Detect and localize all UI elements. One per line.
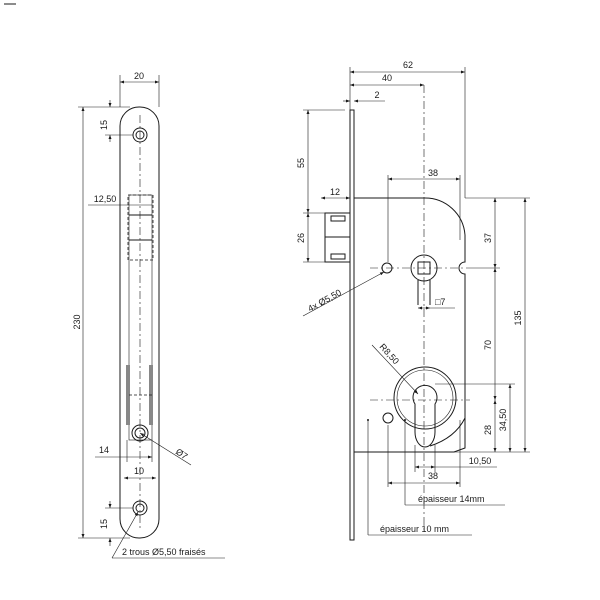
screw-hole: [382, 412, 394, 424]
dim-backset: 40: [382, 73, 392, 83]
dim-cyl-width: 10,50: [469, 456, 492, 466]
thickness-14-label: épaisseur 14mm: [418, 494, 485, 504]
dim-spindle: □7: [435, 297, 445, 307]
dim-screw-spacing-bottom: 38: [428, 471, 438, 481]
dim-latch-width: 12,50: [94, 194, 117, 204]
latch-outline: [127, 194, 154, 261]
bolt-hole: [131, 424, 149, 442]
dim-center-distance: 70: [483, 340, 493, 350]
dim-bottom-hole: 15: [99, 519, 109, 529]
dim-slot-width: 14: [99, 445, 109, 455]
dim-total-height: 135: [513, 310, 523, 325]
bolt-side: [126, 365, 130, 425]
dim-radius: R8,50: [378, 342, 402, 367]
screw-hole: [381, 262, 393, 274]
faceplate-side: [349, 109, 355, 541]
holes-note: 2 trous Ø5,50 fraisés: [122, 547, 206, 557]
dim-latch-offset: 55: [296, 158, 306, 168]
dim-screw-holes: 4x Ø5,50: [306, 287, 343, 313]
case-body: [354, 197, 466, 453]
dim-width: 20: [134, 71, 144, 81]
side-view: 62 40 2 55 26 12 38 37 70 28 34,50 135 □…: [296, 60, 530, 541]
spindle-hub: [410, 254, 438, 282]
faceplate-front: [119, 106, 160, 539]
dim-total-depth: 62: [403, 60, 413, 70]
dim-faceplate: 2: [374, 90, 379, 100]
thickness-10-label: épaisseur 10 mm: [380, 524, 449, 534]
front-view: 20 230 15 15 12,50 14 10 Ø7 2 trous Ø5,5…: [72, 71, 225, 559]
dim-latch-height: 26: [296, 233, 306, 243]
cylinder-rosette: [393, 366, 457, 430]
spindle-square: [417, 261, 431, 275]
dim-screw-spacing-top: 38: [428, 168, 438, 178]
dim-hole-dia: Ø7: [174, 446, 190, 461]
dim-top-hole: 15: [99, 120, 109, 130]
dim-height: 230: [72, 314, 82, 329]
cylinder-profile: [412, 384, 438, 448]
dim-cyl-height: 34,50: [498, 409, 508, 432]
dim-to-spindle: 37: [483, 233, 493, 243]
dim-latch-projection: 12: [330, 187, 340, 197]
dim-bolt-width: 10: [134, 466, 144, 476]
dim-cyl-to-bottom: 28: [483, 425, 493, 435]
